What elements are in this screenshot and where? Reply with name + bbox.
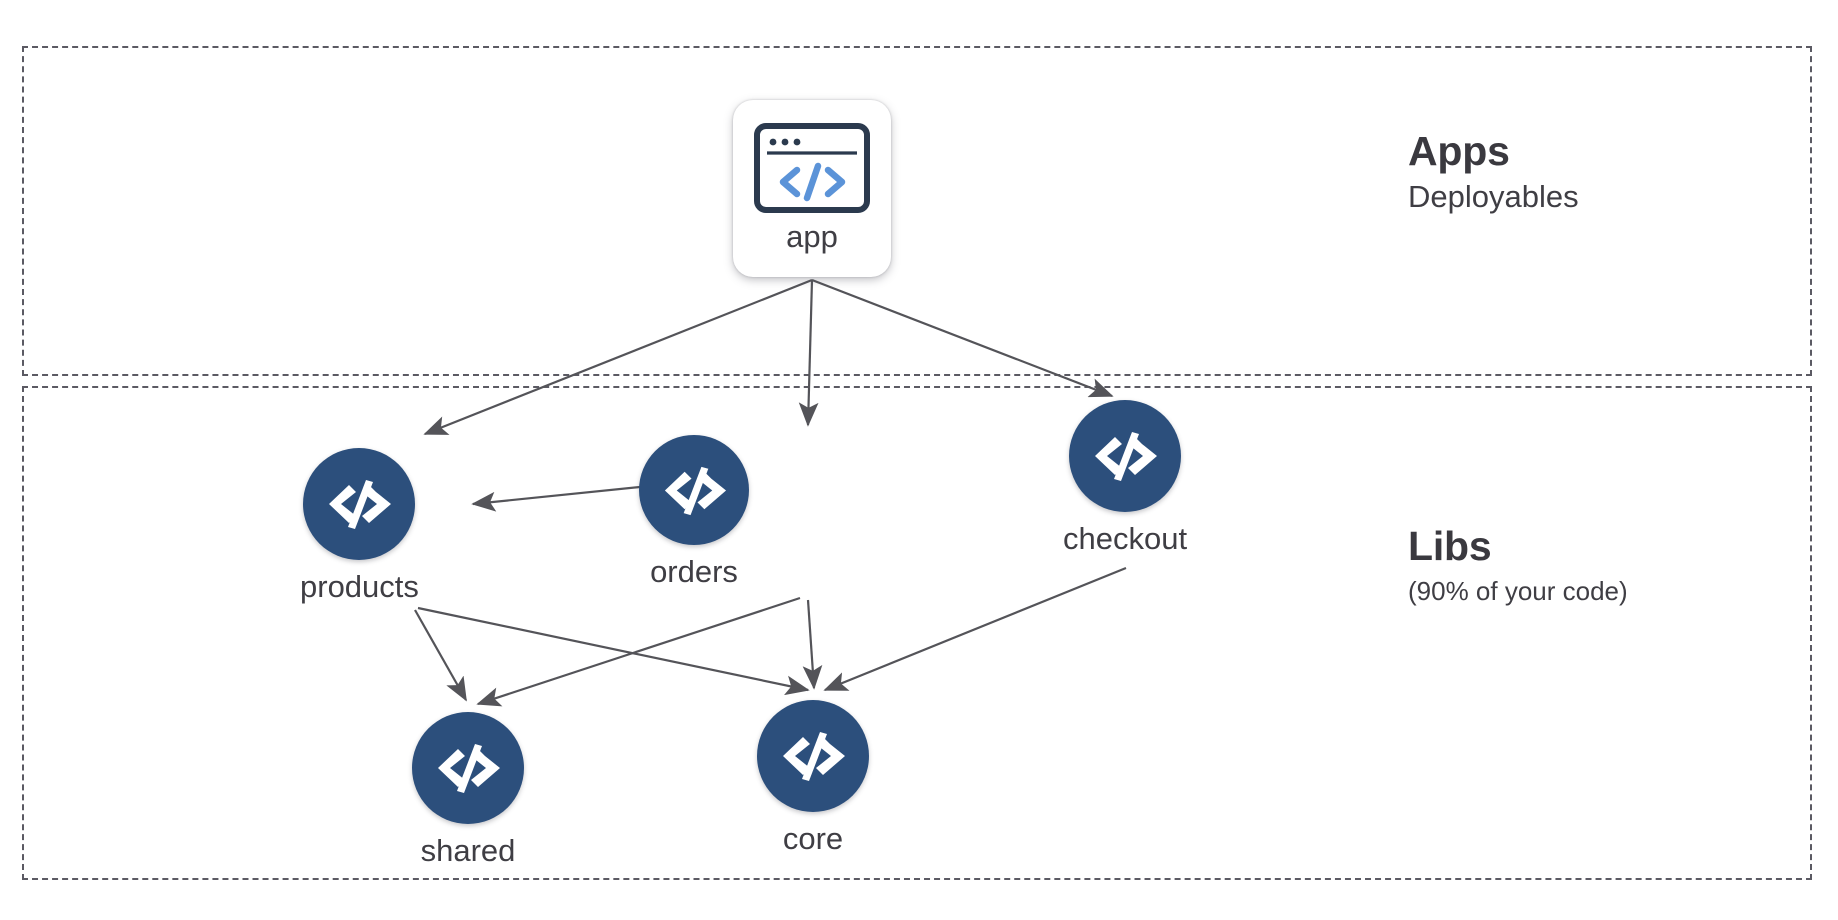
node-shared-circle [412, 712, 524, 824]
node-shared[interactable]: shared [412, 712, 524, 866]
node-orders-circle [639, 435, 749, 545]
node-app[interactable]: app [733, 100, 891, 277]
node-checkout-circle [1069, 400, 1182, 512]
zone-libs [22, 386, 1812, 880]
zone-apps-subtitle: Deployables [1408, 179, 1579, 215]
node-checkout[interactable]: checkout [1063, 400, 1187, 554]
node-products-label: products [300, 569, 419, 604]
zone-apps-caption: Apps Deployables [1408, 128, 1579, 215]
zone-apps-title: Apps [1408, 128, 1510, 174]
node-orders-label: orders [650, 554, 738, 589]
node-core[interactable]: core [757, 700, 869, 854]
node-core-circle [757, 700, 869, 812]
browser-window-code-icon [754, 123, 870, 213]
zone-libs-title: Libs [1408, 523, 1492, 569]
code-icon [438, 744, 500, 793]
zone-libs-subtitle: (90% of your code) [1408, 576, 1628, 607]
zone-libs-caption: Libs (90% of your code) [1408, 523, 1628, 607]
code-icon [664, 466, 726, 515]
code-icon [329, 480, 392, 529]
node-shared-label: shared [420, 833, 516, 868]
node-app-label: app [786, 219, 838, 254]
code-icon [1095, 432, 1158, 481]
code-icon [783, 732, 845, 781]
node-core-label: core [782, 821, 844, 856]
node-products-circle [303, 448, 416, 560]
node-orders[interactable]: orders [639, 435, 749, 587]
node-checkout-label: checkout [1063, 521, 1188, 556]
node-products[interactable]: products [300, 448, 419, 602]
